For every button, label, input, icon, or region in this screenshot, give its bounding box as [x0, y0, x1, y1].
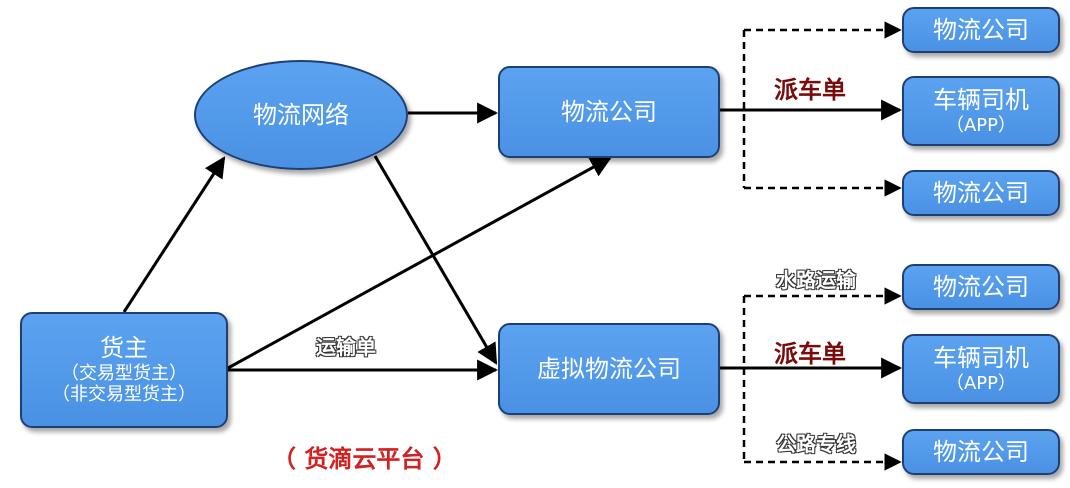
highway-line-label: 公路专线	[776, 432, 856, 456]
virtual-logistics-company-node: 虚拟物流公司	[498, 323, 720, 415]
right-top-driver-app: 车辆司机 （APP）	[902, 76, 1060, 146]
dashed-branch-top	[720, 30, 746, 188]
network-node: 物流网络	[194, 60, 408, 170]
right-top-driver-label: 车辆司机	[933, 85, 1029, 114]
virtual-logistics-company-label: 虚拟物流公司	[537, 354, 681, 383]
right-top-driver-app-label: （APP）	[945, 114, 1017, 136]
platform-label: （ 货滴云平台 ）	[272, 445, 457, 473]
shipper-type-trading: （交易型货主）	[61, 362, 187, 384]
dispatch-order-label-top: 派车单	[774, 75, 846, 104]
shipper-type-non-trading: （非交易型货主）	[52, 384, 196, 406]
arrow-shipper-to-network	[122, 156, 226, 313]
right-bottom-company-1: 物流公司	[902, 264, 1060, 310]
logistics-company-node: 物流公司	[498, 66, 720, 158]
waybill-label: 运输单	[316, 335, 376, 359]
right-bottom-company-1-label: 物流公司	[933, 272, 1029, 301]
right-top-company-3-label: 物流公司	[933, 178, 1029, 207]
right-top-company-1: 物流公司	[902, 7, 1060, 53]
dashed-branch-bottom	[720, 296, 746, 462]
network-node-label: 物流网络	[253, 100, 349, 129]
shipper-title: 货主	[100, 334, 148, 362]
dispatch-order-label-bottom: 派车单	[774, 339, 846, 368]
arrow-network-to-virtual	[373, 155, 498, 365]
right-bottom-company-3-label: 物流公司	[933, 437, 1029, 466]
right-top-company-1-label: 物流公司	[933, 15, 1029, 44]
water-transport-label: 水路运输	[776, 268, 856, 292]
right-bottom-company-3: 物流公司	[902, 429, 1060, 475]
logistics-company-label: 物流公司	[561, 97, 657, 126]
right-bottom-driver-app-label: （APP）	[945, 372, 1017, 394]
shipper-node: 货主 （交易型货主） （非交易型货主）	[20, 312, 228, 428]
arrow-shipper-to-company	[227, 156, 612, 370]
right-bottom-driver-label: 车辆司机	[933, 343, 1029, 372]
right-top-company-3: 物流公司	[902, 170, 1060, 216]
right-bottom-driver-app: 车辆司机 （APP）	[902, 334, 1060, 404]
